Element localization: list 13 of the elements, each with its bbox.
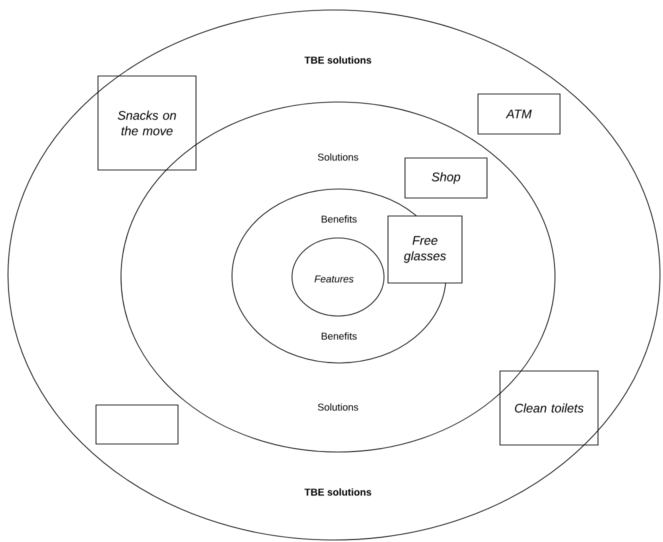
text-box: Snacks on the move	[98, 76, 196, 170]
ring-label: TBE solutions	[304, 488, 372, 496]
ring-label: TBE solutions	[304, 56, 372, 64]
empty-box	[96, 404, 178, 444]
ring-label: Benefits	[322, 332, 357, 340]
text-box: Shop	[404, 158, 488, 198]
text-box: Free glasses	[388, 216, 462, 284]
ring-label: Solutions	[318, 403, 358, 411]
text-box: ATM	[478, 94, 560, 134]
ring-label: Benefits	[322, 215, 357, 223]
text-box: Clean toilets	[500, 370, 598, 446]
ring-label: Features	[314, 276, 354, 282]
ring-label: Solutions	[318, 153, 358, 161]
